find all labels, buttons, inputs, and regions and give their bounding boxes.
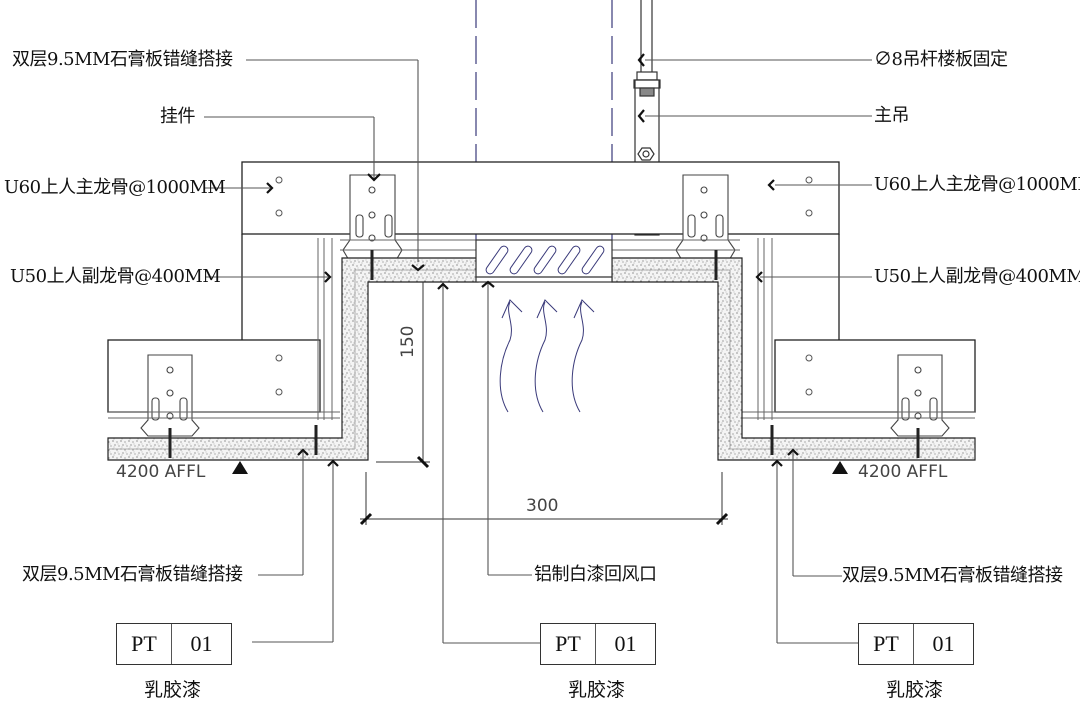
finish-tag-code: PT: [117, 624, 172, 664]
label-u50-left: U50上人副龙骨@400MM: [10, 266, 221, 287]
level-right: 4200 AFFL: [858, 462, 948, 482]
level-left: 4200 AFFL: [116, 462, 206, 482]
dimension-width: 300: [526, 496, 559, 516]
finish-tag-code: PT: [859, 624, 914, 664]
lower-runners: [107, 339, 976, 413]
hanger-clips: [140, 174, 950, 437]
dimension-ticks: [359, 455, 729, 526]
return-air-vent: [475, 239, 613, 283]
label-gypsum-bottom-right: 双层9.5MM石膏板错缝搭接: [842, 565, 1063, 586]
nut-icon: [637, 147, 655, 161]
dimension-height: 150: [398, 325, 418, 358]
level-triangle-left-icon: [232, 461, 248, 474]
finish-tag-center: PT 01: [540, 623, 656, 665]
leader-lines: [204, 59, 872, 644]
label-u50-right: U50上人副龙骨@400MM: [874, 266, 1080, 287]
label-gypsum-top: 双层9.5MM石膏板错缝搭接: [12, 49, 233, 70]
runner-holes: [275, 176, 813, 396]
label-vent: 铝制白漆回风口: [534, 564, 657, 585]
airflow-arrows: [499, 299, 595, 413]
finish-tag-number: 01: [614, 631, 637, 656]
finish-tag-material-left: 乳胶漆: [144, 679, 202, 701]
finish-tag-material-center: 乳胶漆: [568, 679, 626, 701]
label-hanger: 挂件: [160, 106, 196, 127]
label-rod: ∅8吊杆楼板固定: [874, 49, 1008, 70]
finish-tag-right: PT 01: [858, 623, 974, 665]
level-triangle-right-icon: [832, 461, 848, 474]
finish-tag-material-right: 乳胶漆: [886, 679, 944, 701]
main-runner-u60: [241, 161, 840, 345]
finish-tag-number: 01: [932, 631, 955, 656]
dimension-lines: [360, 282, 728, 525]
screws: [168, 250, 920, 458]
label-u60-right: U60上人主龙骨@1000MM: [874, 174, 1080, 195]
finish-tag-code: PT: [541, 624, 596, 664]
label-gypsum-bottom-left: 双层9.5MM石膏板错缝搭接: [22, 564, 243, 585]
label-main-hanger: 主吊: [874, 105, 910, 126]
level-markers: [232, 461, 848, 474]
finish-tag-left: PT 01: [116, 623, 232, 665]
label-u60-left: U60上人主龙骨@1000MM: [4, 177, 226, 198]
hanger-rod: [633, 0, 661, 236]
finish-tag-number: 01: [190, 631, 213, 656]
vent-louvers: [485, 245, 605, 275]
leader-arrowheads: [266, 53, 799, 467]
